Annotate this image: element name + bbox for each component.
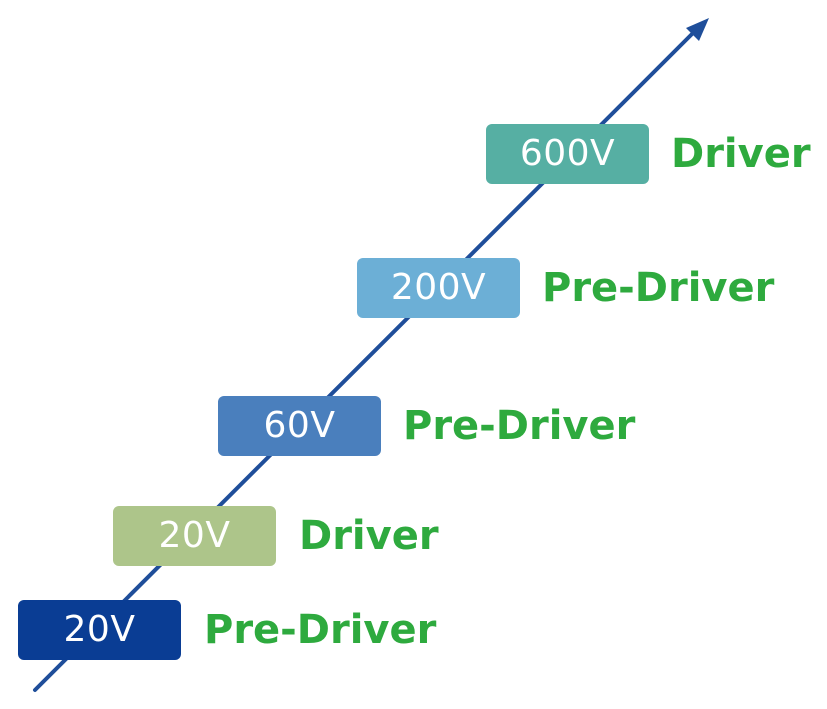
arrow-head-icon xyxy=(686,18,709,41)
voltage-box-20v-pre-driver: 20V xyxy=(18,600,181,660)
device-type-label: Pre-Driver xyxy=(403,403,636,449)
device-type-label: Driver xyxy=(671,131,811,177)
voltage-box-60v: 60V xyxy=(218,396,381,456)
device-type-label: Pre-Driver xyxy=(542,265,775,311)
voltage-box-20v-driver: 20V xyxy=(113,506,276,566)
device-type-label: Pre-Driver xyxy=(204,607,437,653)
voltage-box-200v: 200V xyxy=(357,258,520,318)
device-type-label: Driver xyxy=(299,513,439,559)
voltage-box-600v: 600V xyxy=(486,124,649,184)
